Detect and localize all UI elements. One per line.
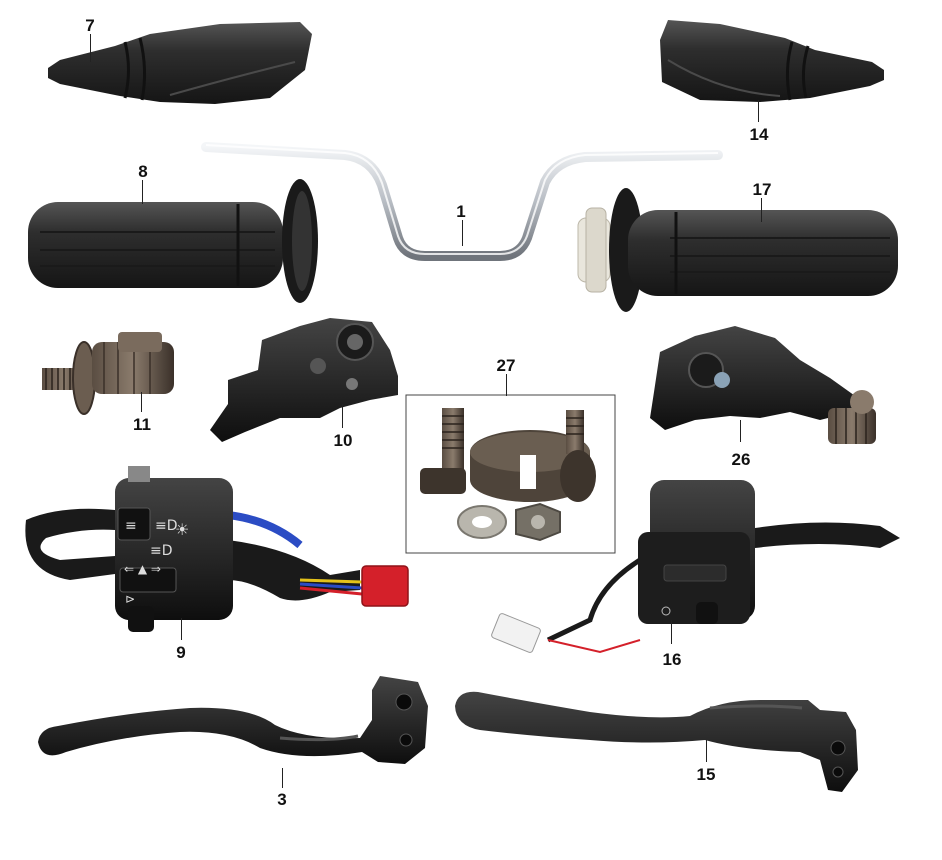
callout-9: 9 <box>176 643 186 662</box>
left-grip-cover <box>48 22 312 104</box>
handlebar <box>201 142 723 261</box>
leader-line-27 <box>506 374 507 396</box>
leader-line-14 <box>758 100 759 122</box>
brake-lever <box>455 691 858 792</box>
leader-line-1 <box>462 220 463 246</box>
leader-line-26 <box>740 420 741 442</box>
callout-3: 3 <box>277 790 287 809</box>
leader-line-16 <box>671 620 672 644</box>
svg-text:☀: ☀ <box>175 520 189 539</box>
callout-27: 27 <box>496 356 516 375</box>
leader-line-8 <box>142 180 143 204</box>
callout-15: 15 <box>696 765 716 784</box>
callout-7: 7 <box>85 16 95 35</box>
bolt-kit <box>405 394 616 554</box>
svg-text:≡: ≡ <box>125 518 137 534</box>
callout-17: 17 <box>752 180 772 199</box>
right-grip-cover <box>660 20 884 102</box>
leader-line-11 <box>141 392 142 412</box>
left-grip <box>28 179 318 303</box>
leader-line-3 <box>282 768 283 788</box>
svg-text:⊳: ⊳ <box>125 592 135 606</box>
callout-1: 1 <box>456 202 466 221</box>
callout-14: 14 <box>749 125 769 144</box>
svg-text:≡D: ≡D <box>150 543 173 559</box>
svg-text:≡D: ≡D <box>155 518 178 534</box>
callout-16: 16 <box>662 650 682 669</box>
callout-10: 10 <box>333 431 353 450</box>
brake-perch <box>650 326 876 444</box>
callout-26: 26 <box>731 450 751 469</box>
right-switch <box>491 480 900 654</box>
leader-line-9 <box>181 618 182 640</box>
clutch-lever <box>38 676 428 764</box>
callout-11: 11 <box>133 415 151 434</box>
leader-line-17 <box>761 198 762 222</box>
clutch-perch <box>210 318 398 442</box>
leader-line-7 <box>90 34 91 62</box>
cable-adjuster <box>42 332 174 415</box>
callout-8: 8 <box>138 162 148 181</box>
throttle-grip <box>577 188 898 312</box>
leader-line-10 <box>342 404 343 428</box>
leader-line-15 <box>706 740 707 762</box>
svg-text:⇐ ▲ ⇒: ⇐ ▲ ⇒ <box>124 562 161 576</box>
left-switch: ≡ ≡D ☀ ≡D ⇐ ▲ ⇒ ⊳ <box>25 466 409 632</box>
